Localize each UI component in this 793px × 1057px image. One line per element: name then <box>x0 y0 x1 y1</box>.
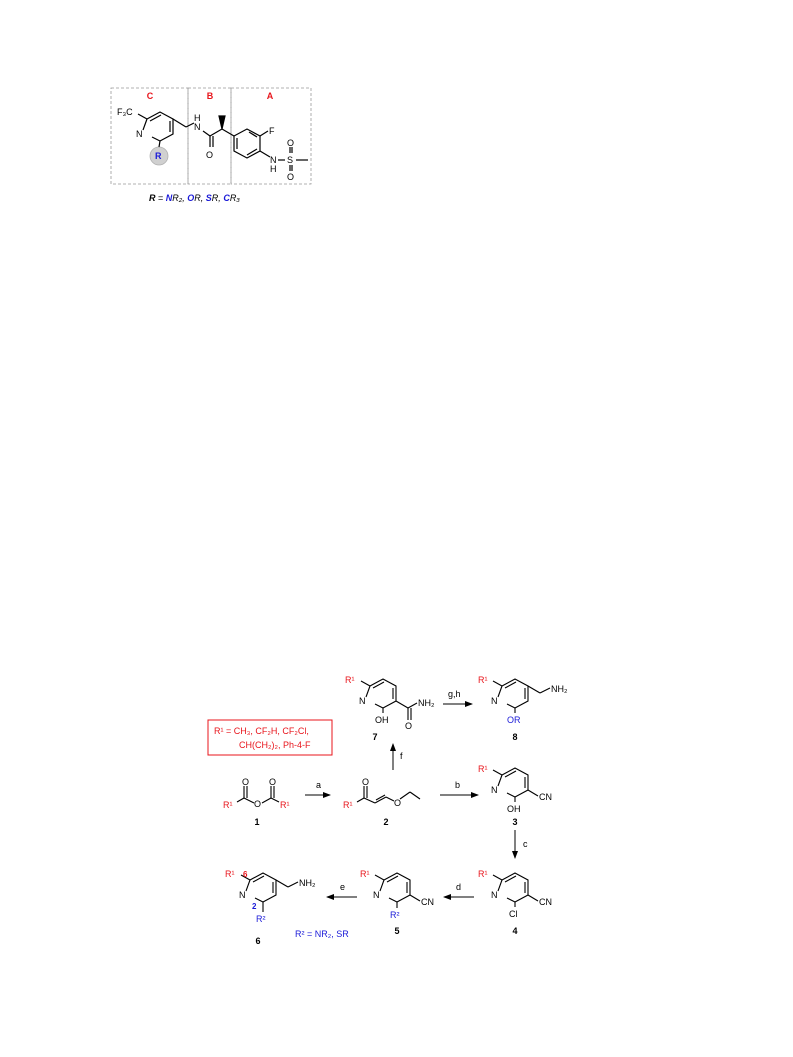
reagent-e: e <box>340 882 345 892</box>
reagent-c: c <box>523 839 528 849</box>
compound-label-1: 1 <box>254 817 259 827</box>
region-c-box <box>110 87 189 185</box>
c4-n: N <box>491 890 498 900</box>
reagent-gh: g,h <box>448 689 461 699</box>
benzene-ring-a <box>233 128 261 159</box>
atom-n-ring: N <box>136 129 143 139</box>
c8-r1: R¹ <box>478 675 488 685</box>
compound-5 <box>374 872 421 908</box>
compound-2 <box>356 786 421 804</box>
c4-r1: R¹ <box>478 869 488 879</box>
c6-r2: R² <box>256 914 266 924</box>
c6-pos6: 6 <box>243 870 248 879</box>
compound-label-6: 6 <box>255 936 260 946</box>
c1-o-left: O <box>242 777 249 787</box>
atom-f: F <box>269 126 275 136</box>
c3-cn: CN <box>539 792 552 802</box>
region-b-box <box>187 87 232 185</box>
c1-r1-left: R¹ <box>223 800 233 810</box>
c8-nh2: NH₂ <box>551 684 568 694</box>
compound-3 <box>492 767 539 802</box>
atom-n-amide: N <box>194 122 201 132</box>
c7-nh2: NH₂ <box>418 698 435 708</box>
atom-s: S <box>287 155 293 165</box>
region-b-label: B <box>207 91 214 101</box>
stereo-wedge <box>218 115 226 130</box>
figure1-caption: R = NR₂, OR, SR, CR₃ <box>149 193 240 203</box>
atom-h-amide: H <box>194 113 201 123</box>
c5-n: N <box>373 890 380 900</box>
c5-r2: R² <box>390 910 400 920</box>
atom-r-sphere: R <box>155 151 162 161</box>
c3-r1: R¹ <box>478 764 488 774</box>
r1-definition-box <box>207 719 333 756</box>
c6-n: N <box>239 890 246 900</box>
r1-definition-line1: R¹ = CH₃, CF₂H, CF₂Cl, <box>214 726 309 736</box>
atom-n-sulfonamide: N <box>270 155 277 165</box>
c3-n: N <box>491 785 498 795</box>
compound-8 <box>492 678 551 713</box>
compound-label-5: 5 <box>394 926 399 936</box>
atom-h-sulfonamide: H <box>270 164 277 174</box>
region-a-box <box>230 87 312 185</box>
compound-4 <box>492 872 539 907</box>
region-c-label: C <box>147 91 154 101</box>
compound-label-3: 3 <box>512 817 517 827</box>
c6-r1: R¹ <box>225 869 235 879</box>
c1-r1-right: R¹ <box>280 800 290 810</box>
reagent-f: f <box>400 751 403 761</box>
c5-cn: CN <box>421 897 434 907</box>
c1-o-bridge: O <box>254 799 261 809</box>
compound-label-2: 2 <box>383 817 388 827</box>
c8-n: N <box>491 696 498 706</box>
c7-n: N <box>359 696 366 706</box>
c8-or: OR <box>507 715 521 725</box>
compound-1 <box>236 786 280 804</box>
c4-cn: CN <box>539 897 552 907</box>
compound-label-8: 8 <box>512 732 517 742</box>
reagent-b: b <box>455 780 460 790</box>
region-a-label: A <box>267 91 274 101</box>
atom-o-s-top: O <box>287 138 294 148</box>
r1-definition-line2: CH(CH₂)₂, Ph-4-F <box>239 740 311 750</box>
c2-r1: R¹ <box>343 800 353 810</box>
c2-o-carbonyl: O <box>362 777 369 787</box>
c4-cl: Cl <box>509 909 518 919</box>
atom-o-s-bottom: O <box>287 172 294 182</box>
c2-o-ether: O <box>394 798 401 808</box>
figure1-structure <box>110 87 312 185</box>
c1-o-right: O <box>269 777 276 787</box>
c6-nh2: NH₂ <box>299 878 316 888</box>
c6-pos2: 2 <box>252 902 257 911</box>
atom-o-amide: O <box>206 150 213 160</box>
reagent-d: d <box>456 882 461 892</box>
svg-text:O O O: O O O <box>242 777 279 809</box>
c5-r1: R¹ <box>360 869 370 879</box>
compound-label-4: 4 <box>512 926 517 936</box>
c7-oh: OH <box>375 715 389 725</box>
c3-oh: OH <box>507 804 521 814</box>
compound-label-7: 7 <box>372 732 377 742</box>
figure1-labels: C B A F₃C N R N H O F N H S O O <box>117 91 294 182</box>
compound-6 <box>240 872 299 912</box>
compound-7 <box>360 678 418 720</box>
reagent-a: a <box>316 780 321 790</box>
pyridine-ring-c <box>146 111 174 142</box>
c7-o: O <box>405 721 412 731</box>
atom-cf3: F₃C <box>117 107 133 117</box>
c7-r1: R¹ <box>345 675 355 685</box>
r2-definition: R² = NR₂, SR <box>295 929 349 939</box>
